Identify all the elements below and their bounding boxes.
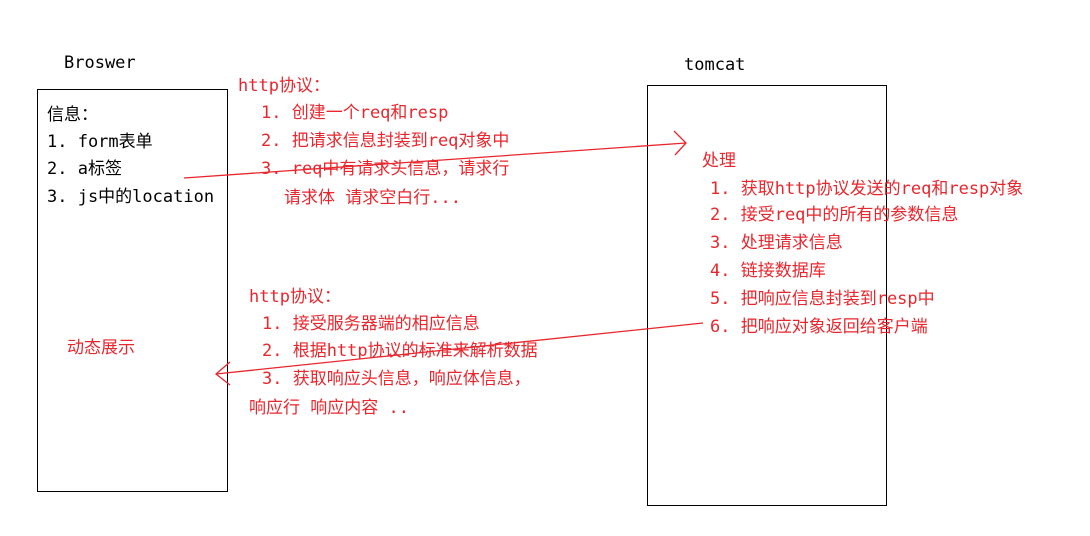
browser-line-js-location: 3. js中的location — [47, 187, 215, 207]
response-line-2: 2. 根据http协议的标准来解析数据 — [262, 341, 538, 361]
browser-line-form: 1. form表单 — [47, 132, 153, 152]
process-title: 处理 — [702, 151, 736, 171]
request-protocol-title: http协议： — [238, 76, 330, 96]
browser-title: Broswer — [64, 53, 136, 73]
response-line-4: 响应行 响应内容 .. — [249, 398, 409, 418]
request-line-4: 请求体 请求空白行... — [284, 188, 461, 208]
process-step-3: 3. 处理请求信息 — [710, 233, 843, 253]
browser-line-a-tag: 2. a标签 — [47, 159, 122, 179]
process-step-1: 1. 获取http协议发送的req和resp对象 — [710, 179, 1024, 199]
request-line-3: 3. req中有请求头信息，请求行 — [261, 159, 510, 179]
response-protocol-title: http协议： — [249, 287, 341, 307]
request-line-2: 2. 把请求信息封装到req对象中 — [261, 131, 510, 151]
dynamic-display-label: 动态展示 — [67, 338, 135, 358]
browser-line-info: 信息： — [47, 105, 98, 125]
response-line-1: 1. 接受服务器端的相应信息 — [262, 314, 480, 334]
process-step-6: 6. 把响应对象返回给客户端 — [710, 317, 928, 337]
browser-box — [37, 89, 228, 492]
tomcat-title: tomcat — [684, 55, 746, 75]
response-line-3: 3. 获取响应头信息，响应体信息， — [262, 369, 531, 389]
process-step-5: 5. 把响应信息封装到resp中 — [710, 289, 935, 309]
process-step-2: 2. 接受req中的所有的参数信息 — [710, 205, 959, 225]
process-step-4: 4. 链接数据库 — [710, 261, 826, 281]
tomcat-box — [647, 85, 887, 506]
request-line-1: 1. 创建一个req和resp — [261, 103, 449, 123]
